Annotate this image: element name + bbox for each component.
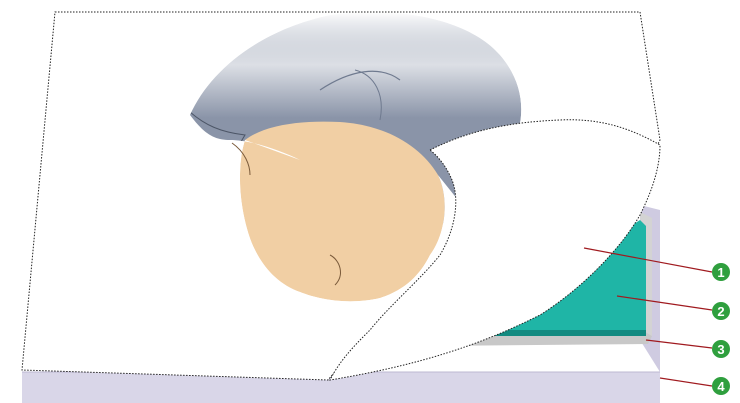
callout-badge-3: 3 <box>712 340 730 358</box>
callout-number-3: 3 <box>717 342 724 357</box>
callout-badge-4: 4 <box>712 377 730 395</box>
callout-badge-2: 2 <box>712 302 730 320</box>
callout-number-1: 1 <box>717 265 724 280</box>
callout-badge-1: 1 <box>712 263 730 281</box>
leader-line-4 <box>660 378 712 386</box>
callout-number-4: 4 <box>717 379 725 394</box>
callout-number-2: 2 <box>717 304 724 319</box>
